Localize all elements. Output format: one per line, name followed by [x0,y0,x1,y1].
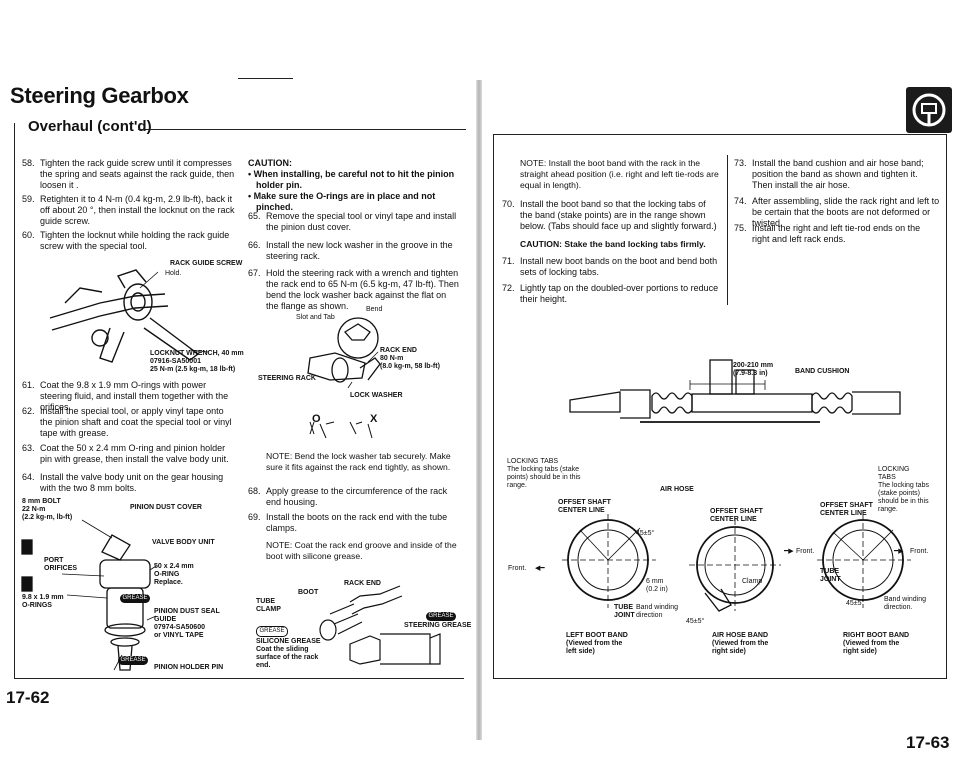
label-front-left: Front. [508,565,527,572]
page-subtitle: Overhaul (cont'd) [28,118,152,135]
label-o-rings-small: 9.8 x 1.9 mm O-RINGS [22,594,64,609]
air-hose-band-figure [689,519,781,612]
label-angle-left: 45±5° [636,530,655,537]
label-offset-mid: OFFSET SHAFT CENTER LINE [710,508,763,523]
step-70: 70.Install the boot band so that the loc… [502,199,717,231]
page-number-left: 17-62 [6,688,50,707]
step-67: 67.Hold the steering rack with a wrench … [248,268,459,311]
left-bottom-line [14,678,464,679]
lock-washer-figure [307,317,381,439]
locknut-wrench-figure [49,269,209,363]
label-tube-joint-right: TUBE JOINT [820,568,841,583]
boot-clamp-figure [319,585,441,665]
step-66: 66.Install the new lock washer in the gr… [248,240,453,261]
subtitle-rule [138,129,466,130]
step-72: 72.Lightly tap on the doubled-over porti… [502,283,719,304]
step-71: 71.Install new boot bands on the boot an… [502,256,718,277]
caution-item-2: • Make sure the O-rings are in place and… [248,191,436,212]
grease-badge-mid-2: GREASE [256,626,288,637]
left-boot-band-figure [562,514,656,608]
label-pinion-dust-cover: PINION DUST COVER [130,504,202,511]
label-valve-body-unit: VALVE BODY UNIT [152,539,215,546]
label-dimension: 200-210 mm (7.9-8.3 in) [733,362,774,377]
label-steering-grease: STEERING GREASE [404,622,472,629]
step-74: 74.After assembling, slide the rack righ… [734,196,940,228]
caution-item-1: • When installing, be careful not to hit… [248,169,455,190]
label-rack-guide-screw: RACK GUIDE SCREW [170,260,243,267]
label-rack-end: RACK END 80 N-m (8.0 kg-m, 58 lb-ft) [380,347,440,370]
page-gutter [476,80,482,740]
label-locking-tabs-left: LOCKING TABS The locking tabs (stake poi… [507,458,581,489]
step-75: 75.Install the right and left tie-rod en… [734,223,921,244]
label-offset-right: OFFSET SHAFT CENTER LINE [820,502,873,517]
caution-block: CAUTION: • When installing, be careful n… [248,158,460,213]
label-tube-clamp: TUBE CLAMP [256,598,281,613]
label-offset-left: OFFSET SHAFT CENTER LINE [558,499,611,514]
label-band-winding-left: Band winding direction [636,604,679,619]
mark-ng: X [370,413,378,425]
label-band-cushion: BAND CUSHION [795,368,850,375]
caution-title: CAUTION: [248,158,292,168]
note-boot-band: NOTE: Install the boot band with the rac… [520,158,719,190]
label-bend: Bend [366,306,383,313]
label-steering-rack: STEERING RACK [258,375,316,382]
label-hold: Hold. [165,270,182,277]
label-boot: BOOT [298,589,319,596]
label-left-boot-band: LEFT BOOT BAND (Viewed from the left sid… [566,632,628,655]
label-right-boot-band: RIGHT BOOT BAND (Viewed from the right s… [843,632,910,655]
top-rule [238,78,293,79]
label-slot-and-tab: Slot and Tab [296,314,335,321]
label-angle-right: 45±5° [846,600,865,607]
grease-badge-left-1: GREASE [120,594,150,603]
note-69: NOTE: Coat the rack end groove and insid… [266,540,457,561]
steering-wheel-icon [906,87,952,133]
page-title: Steering Gearbox [10,83,189,108]
label-band-winding-right: Band winding direction. [884,596,927,611]
label-air-hose-band: AIR HOSE BAND (Viewed from the right sid… [712,632,769,655]
note-67: NOTE: Bend the lock washer tab securely.… [266,451,451,472]
arrow-front-left-icon: ◀━ [535,565,545,572]
right-boot-band-figure [817,514,911,608]
step-58: 58.Tighten the rack guide screw until it… [22,158,235,190]
label-lock-washer: LOCK WASHER [350,392,403,399]
step-68: 68.Apply grease to the circumference of … [248,486,448,507]
arrow-front-mid-icon: ━▶ [784,548,794,555]
label-clamp: Clamp [742,578,763,585]
grease-badge-mid-1: GREASE [426,612,456,621]
step-73: 73.Install the band cushion and air hose… [734,158,924,190]
label-front-right: Front. [910,548,929,555]
left-margin-line [14,138,15,678]
step-64: 64.Install the valve body unit on the ge… [22,472,224,493]
page-number-right: 17-63 [906,733,950,752]
step-61: 61.Coat the 9.8 x 1.9 mm O-rings with po… [22,380,229,412]
label-angle-mid: 45±5° [686,618,705,625]
label-6mm: 6 mm (0.2 in) [646,578,668,593]
arrow-front-right-icon: ━▶ [894,548,904,555]
right-page-frame [493,134,947,679]
label-locking-tabs-right: LOCKING TABS The locking tabs (stake poi… [878,466,929,513]
step-62: 62.Install the special tool, or apply vi… [22,406,232,438]
step-63: 63.Coat the 50 x 2.4 mm O-ring and pinio… [22,443,229,464]
grease-badge-left-2: GREASE [118,656,148,665]
column-divider-right [727,155,728,305]
subtitle-bar [14,123,15,139]
gearbox-assembly-figure [569,359,901,423]
label-port-orifices: PORT ORIFICES [44,557,78,572]
label-front-mid: Front. [796,548,815,555]
step-65: 65.Remove the special tool or vinyl tape… [248,211,457,232]
mark-ok: O [312,413,321,425]
caution-stake: CAUTION: Stake the band locking tabs fir… [520,239,706,249]
label-8mm-bolt: 8 mm BOLT 22 N-m (2.2 kg-m, lb-ft) [22,498,73,521]
label-seal-guide: PINION DUST SEAL GUIDE 07974-SA50600 or … [154,608,220,639]
step-60: 60.Tighten the locknut while holding the… [22,230,230,251]
label-o-ring: 50 x 2.4 mm O-RING Replace. [154,563,194,586]
label-locknut-wrench: LOCKNUT WRENCH, 40 mm 07916-SA50001 25 N… [150,350,244,373]
step-69: 69.Install the boots on the rack end wit… [248,512,448,533]
label-silicone-grease: SILICONE GREASE Coat the sliding surface… [256,638,321,669]
label-air-hose: AIR HOSE [660,486,694,493]
label-holder-pin: PINION HOLDER PIN [154,664,224,671]
step-59: 59.Retighten it to 4 N-m (0.4 kg-m, 2.9 … [22,194,235,226]
label-tube-joint-left: TUBE JOINT [614,604,635,619]
label-rack-end-2: RACK END [344,580,381,587]
